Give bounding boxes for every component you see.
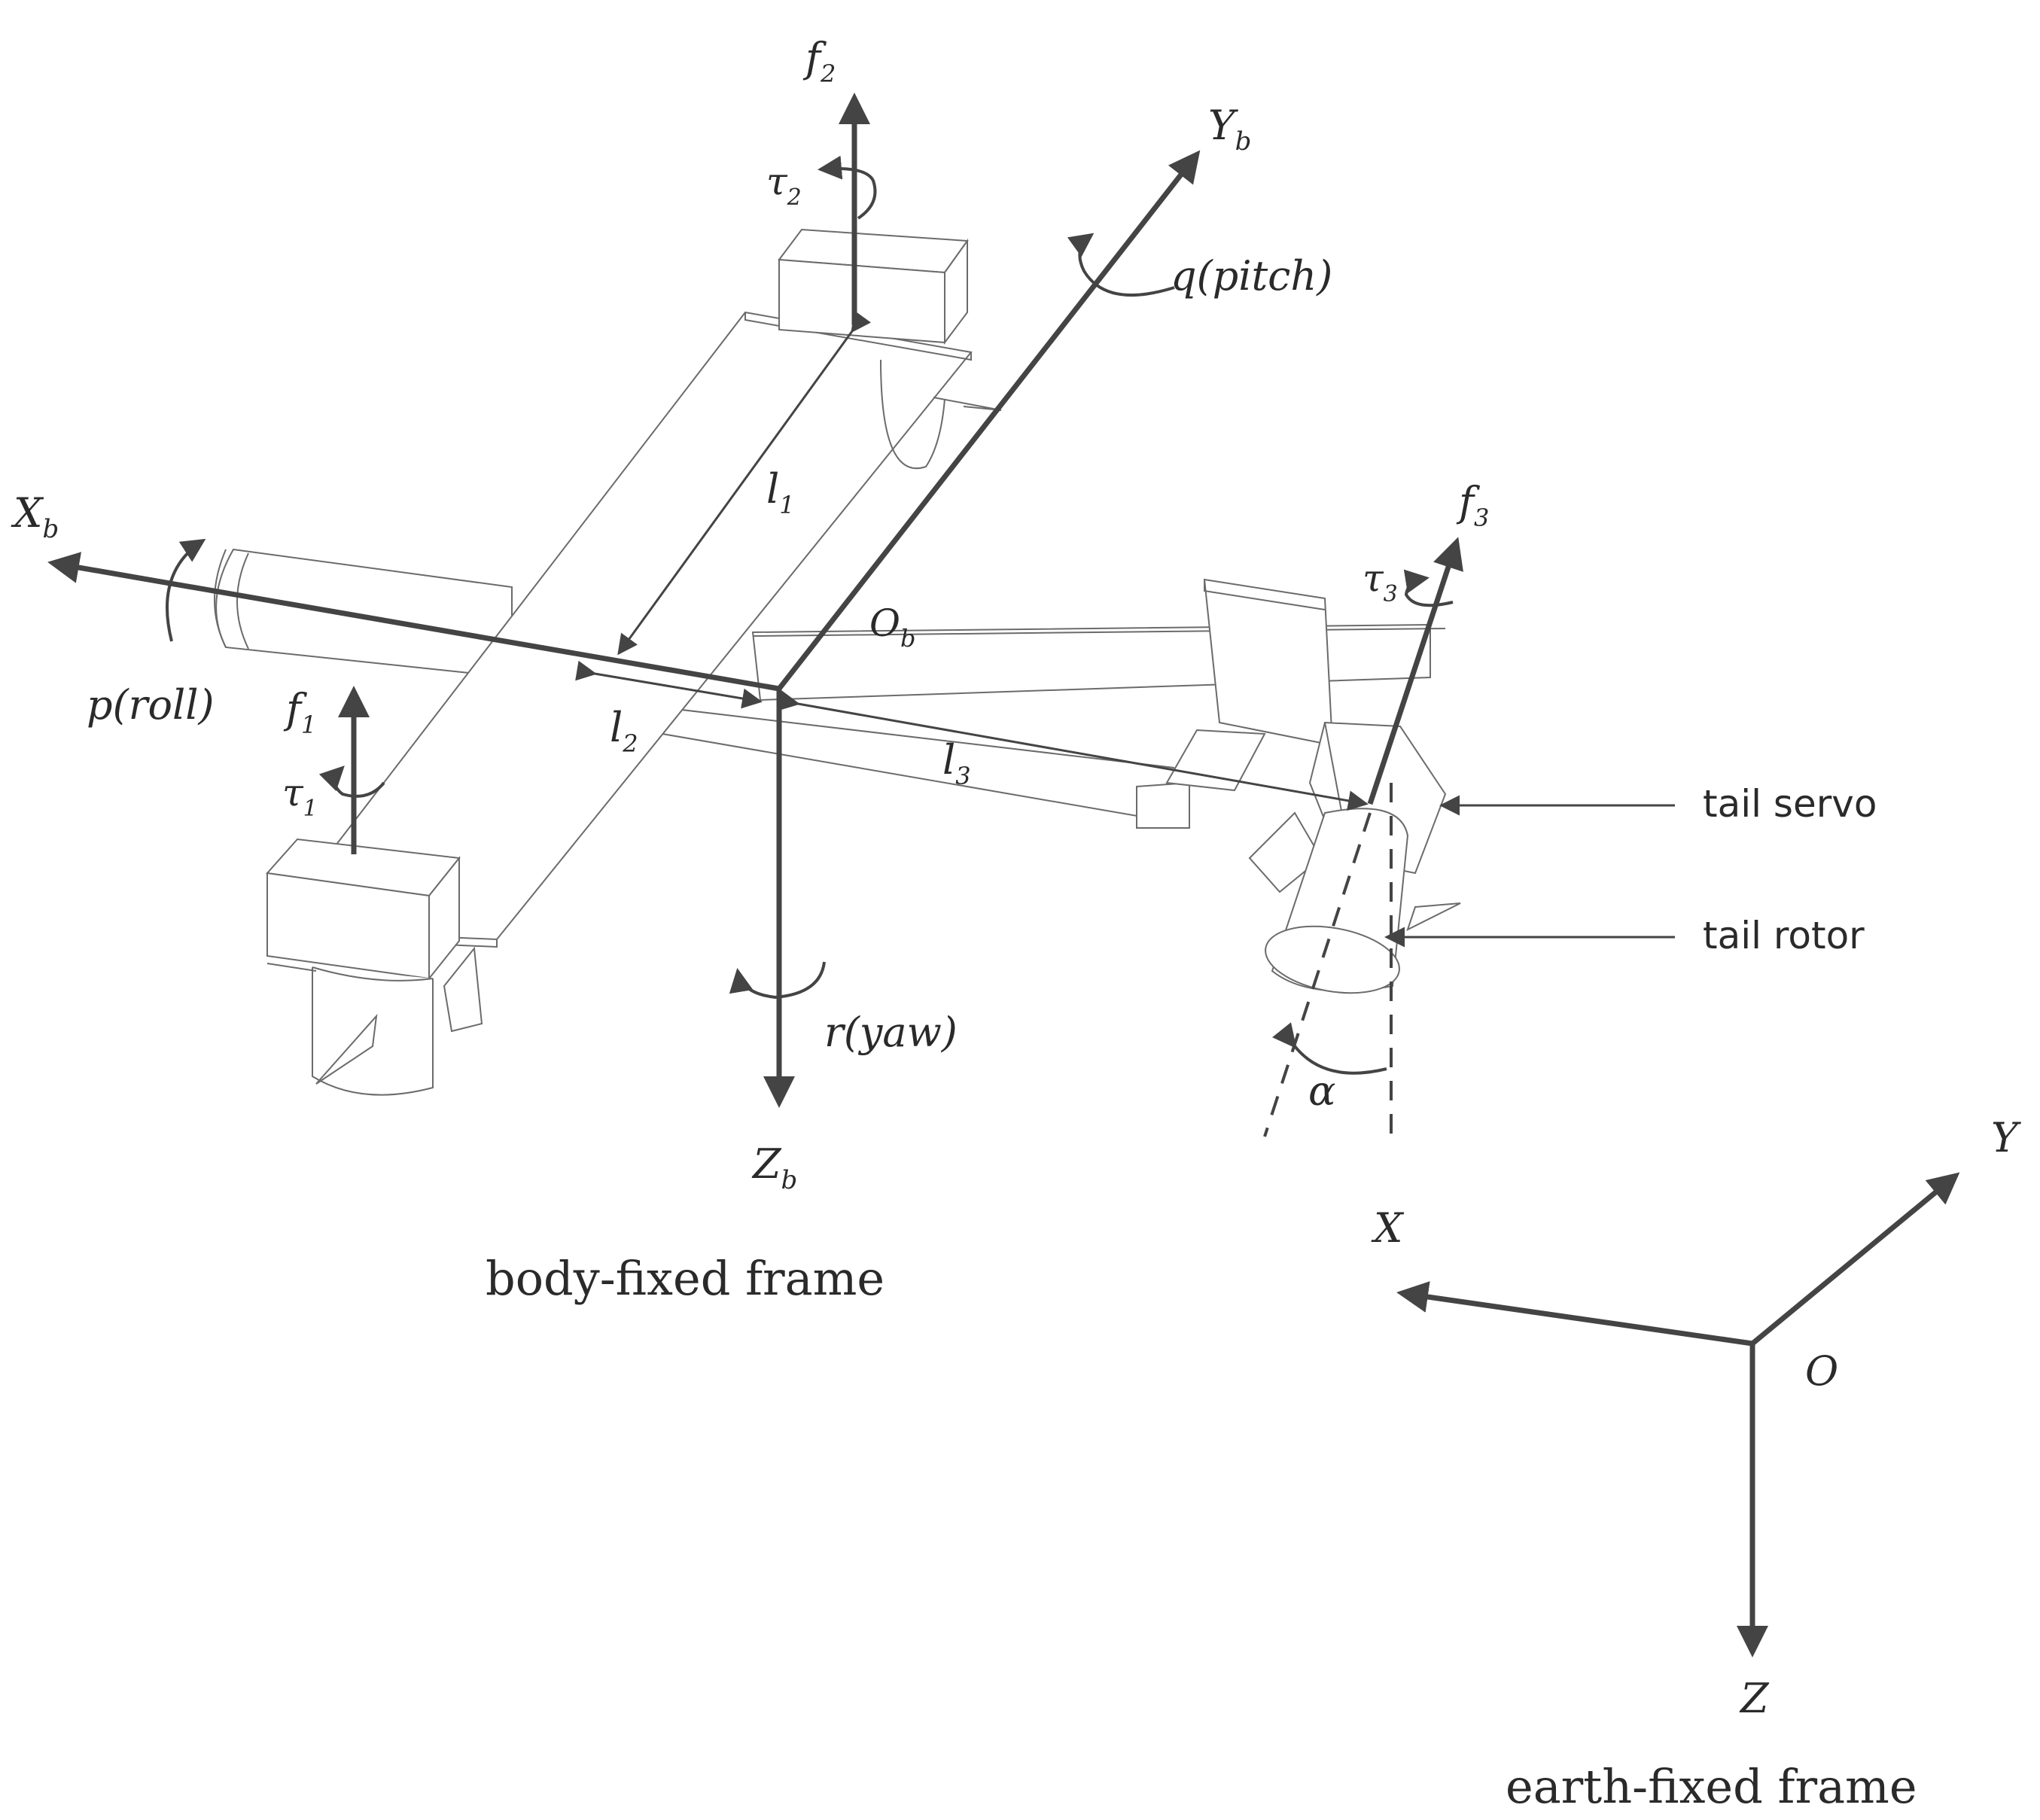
yb-label: Yb — [1208, 102, 1251, 157]
roll-label: p(roll) — [87, 681, 215, 729]
roll-arc — [166, 538, 206, 642]
dimension-lines — [575, 310, 1369, 811]
tail-servo-label: tail servo — [1703, 782, 1877, 826]
l2-dimension — [575, 660, 763, 709]
earth-z-label: Z — [1739, 1675, 1770, 1722]
f3-arrow — [1367, 537, 1463, 805]
pitch-arc — [1067, 233, 1175, 297]
rotation-arcs — [166, 155, 1454, 1000]
force-arrows — [338, 93, 1463, 854]
zb-label: Zb — [751, 1140, 797, 1195]
tau3-arc — [1403, 569, 1454, 607]
tau2-label: τ2 — [766, 160, 802, 211]
earth-x-label: X — [1371, 1204, 1405, 1252]
tau1-arc — [318, 765, 385, 798]
callout-arrows — [1384, 795, 1675, 948]
earth-o-label: O — [1805, 1347, 1838, 1395]
yaw-label: r(yaw) — [824, 1009, 958, 1056]
pitch-label: q(pitch) — [1171, 252, 1332, 300]
alpha-label: α — [1308, 1067, 1335, 1115]
tail-rotor-label: tail rotor — [1703, 914, 1865, 957]
l3-label: l3 — [942, 736, 971, 790]
yaw-arc — [729, 961, 826, 1000]
ob-label: Ob — [869, 601, 915, 653]
f3-label: f3 — [1456, 478, 1489, 532]
tau1-label: τ1 — [282, 771, 318, 822]
l1-label: l1 — [766, 465, 795, 519]
earth-y-axis — [1750, 1172, 1960, 1346]
earth-frame-caption: earth-fixed frame — [1506, 1759, 1917, 1814]
airframe-drawing — [214, 228, 1461, 1096]
l3-dimension — [778, 690, 1369, 811]
xb-label: Xb — [11, 489, 59, 544]
tau2-arc — [818, 155, 877, 220]
tail-assembly — [1165, 578, 1461, 994]
earth-frame-axes — [1396, 1172, 1960, 1657]
earth-y-label: Y — [1991, 1114, 2021, 1161]
tau3-label: τ3 — [1363, 556, 1398, 607]
nose-tube — [214, 548, 513, 679]
earth-x-axis — [1396, 1281, 1753, 1347]
body-frame-caption: body-fixed frame — [486, 1251, 885, 1306]
motor-1 — [266, 838, 483, 1096]
l2-label: l2 — [610, 704, 638, 758]
f2-label: f2 — [802, 34, 836, 88]
tilt-angle — [1263, 783, 1393, 1137]
f1-label: f1 — [283, 685, 316, 739]
l1-dimension — [617, 310, 872, 656]
